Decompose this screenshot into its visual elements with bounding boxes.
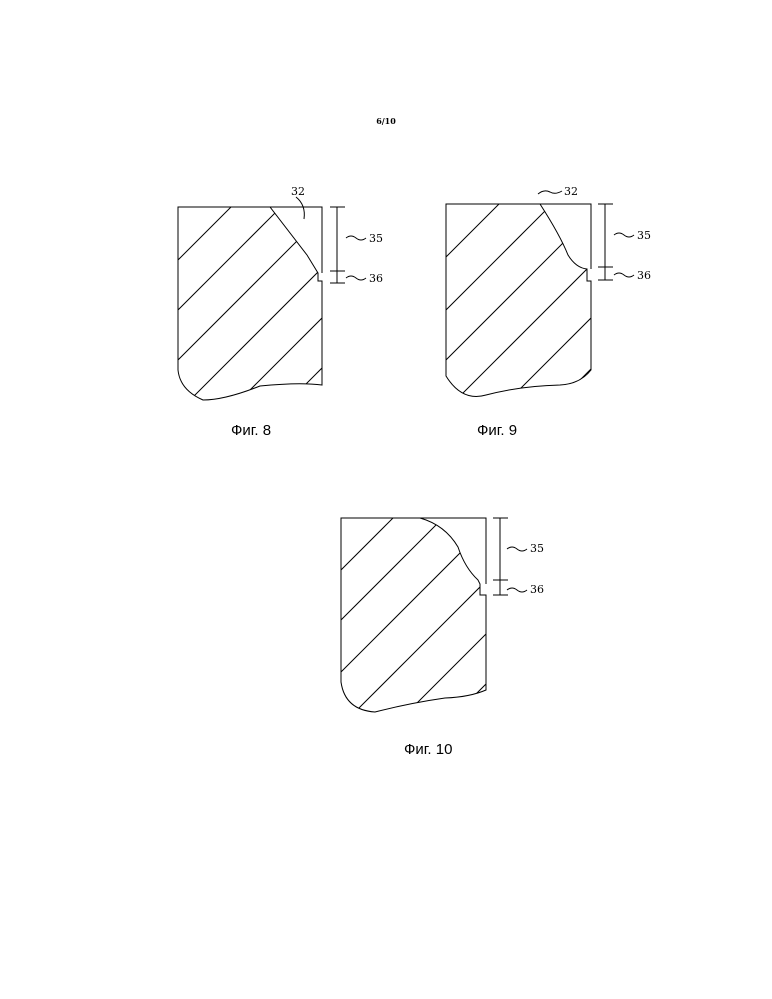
fig10-leader-35 bbox=[507, 547, 527, 551]
fig8-leader-35 bbox=[346, 236, 366, 240]
fig9-leader-32 bbox=[538, 191, 562, 194]
figure-8: 32 35 36 Фиг. 8 bbox=[178, 185, 383, 439]
fig9-hatching bbox=[446, 197, 610, 396]
fig10-dimension-lines bbox=[493, 518, 508, 595]
fig8-ref-36: 36 bbox=[369, 272, 383, 285]
fig8-ref-35: 35 bbox=[369, 232, 383, 245]
fig10-hatching bbox=[341, 516, 500, 712]
fig8-leader-36 bbox=[346, 276, 366, 280]
fig9-ref-36: 36 bbox=[637, 269, 651, 282]
figure-9: 32 35 36 Фиг. 9 bbox=[446, 185, 651, 439]
fig9-box-outline bbox=[540, 204, 591, 370]
fig9-ref-35: 35 bbox=[637, 229, 651, 242]
fig10-leader-36 bbox=[507, 588, 527, 592]
fig9-ref-32: 32 bbox=[564, 185, 578, 198]
figure-10: 35 36 Фиг. 10 bbox=[341, 516, 544, 758]
fig8-leader-32 bbox=[296, 197, 304, 219]
fig9-leader-36 bbox=[614, 273, 634, 277]
fig9-caption: Фиг. 9 bbox=[477, 422, 517, 439]
fig8-hatching bbox=[178, 198, 340, 400]
fig8-part-profile bbox=[178, 207, 322, 400]
fig8-caption: Фиг. 8 bbox=[231, 422, 271, 439]
fig8-box-outline bbox=[270, 207, 322, 385]
fig10-box-outline bbox=[420, 518, 486, 690]
fig8-dimension-lines bbox=[330, 207, 345, 283]
fig9-dimension-lines bbox=[598, 204, 613, 280]
fig9-part-profile bbox=[446, 204, 591, 396]
fig9-leader-35 bbox=[614, 233, 634, 237]
fig10-caption: Фиг. 10 bbox=[404, 741, 452, 758]
fig10-ref-36: 36 bbox=[530, 583, 544, 596]
fig10-ref-35: 35 bbox=[530, 542, 544, 555]
fig8-ref-32: 32 bbox=[291, 185, 305, 198]
